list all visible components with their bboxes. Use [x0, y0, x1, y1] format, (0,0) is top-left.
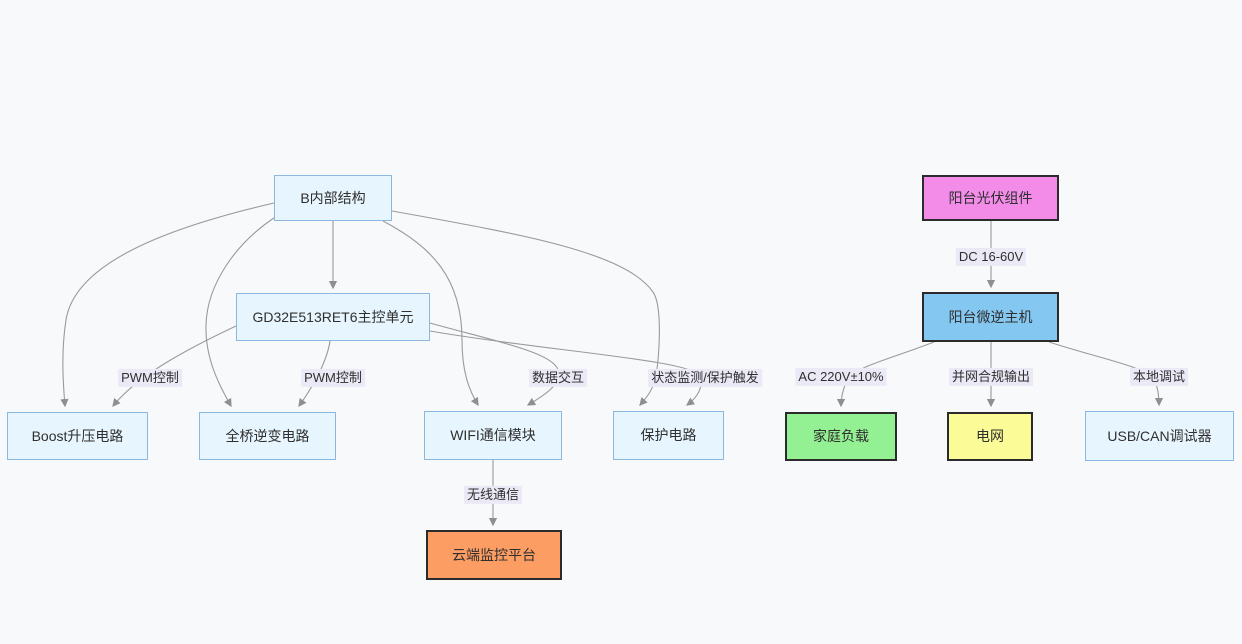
edge-root-to-bridge	[205, 215, 278, 408]
node-balcony-pv-module: 阳台光伏组件	[922, 175, 1059, 221]
edge-label-dc-16-60v: DC 16-60V	[955, 247, 1027, 267]
node-cloud-monitoring-platform: 云端监控平台	[426, 530, 562, 580]
node-protection-circuit: 保护电路	[613, 411, 724, 460]
edge-root-to-wifi	[382, 220, 479, 407]
edge-mcu-to-wifi	[429, 322, 560, 406]
node-balcony-microinverter-host: 阳台微逆主机	[922, 292, 1059, 342]
edge-root-to-protect	[391, 210, 660, 406]
edge-label-grid-compliant-output: 并网合规输出	[948, 367, 1034, 387]
node-power-grid: 电网	[947, 412, 1033, 461]
node-b-internal-structure: B内部结构	[274, 175, 392, 221]
edge-label-ac-220v: AC 220V±10%	[795, 367, 887, 387]
edge-label-wireless-communication: 无线通信	[463, 485, 523, 505]
node-usb-can-debugger: USB/CAN调试器	[1085, 411, 1234, 461]
edge-label-data-exchange: 数据交互	[528, 368, 588, 388]
edge-label-pwm-control-boost: PWM控制	[118, 368, 182, 388]
node-home-load: 家庭负载	[785, 412, 897, 461]
edge-label-local-debug: 本地调试	[1129, 367, 1189, 387]
edge-mcu-to-boost	[112, 325, 237, 407]
edge-mcu-to-protect	[429, 330, 702, 406]
edge-label-status-monitor-protect-trigger: 状态监测/保护触发	[648, 368, 762, 388]
node-full-bridge-inverter-circuit: 全桥逆变电路	[199, 412, 336, 460]
node-wifi-module: WIFI通信模块	[424, 411, 562, 460]
edge-root-to-boost	[60, 202, 275, 408]
edge-label-pwm-control-bridge: PWM控制	[301, 368, 365, 388]
node-boost-circuit: Boost升压电路	[7, 412, 148, 460]
node-mcu-gd32e513ret6: GD32E513RET6主控单元	[236, 293, 430, 341]
